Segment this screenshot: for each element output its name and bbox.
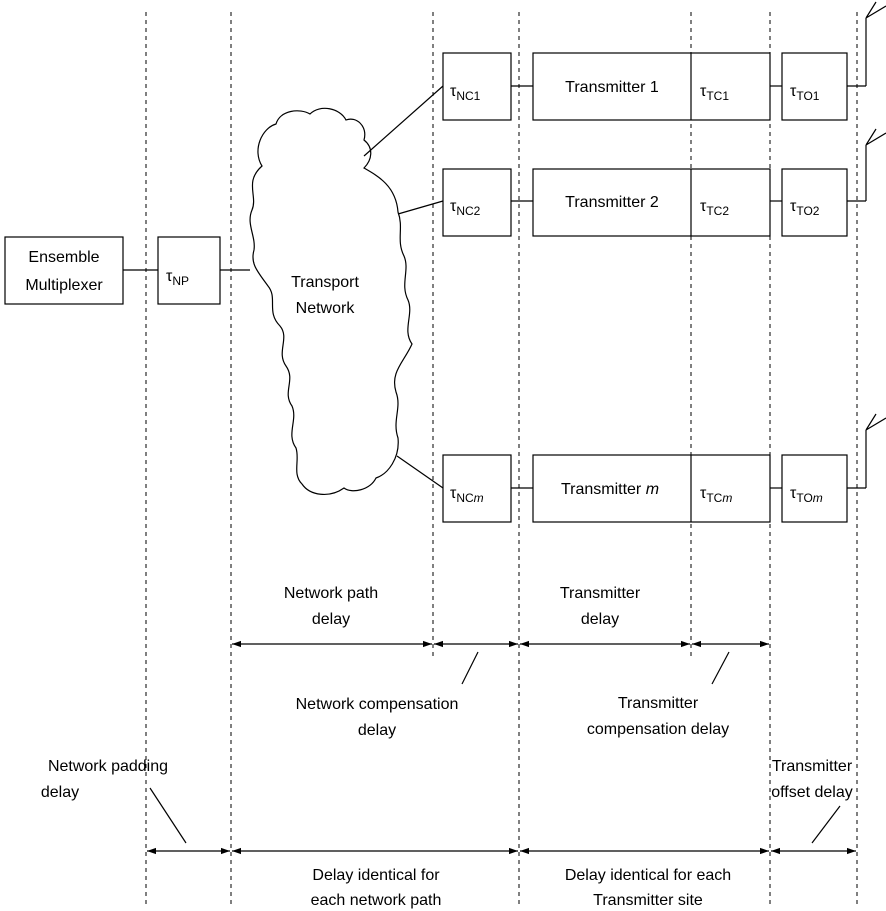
leader-line bbox=[711, 651, 730, 685]
nc-box-1 bbox=[442, 52, 512, 121]
to-box-2 bbox=[781, 168, 848, 237]
transmitter-box-2 bbox=[532, 168, 771, 237]
leader-line bbox=[461, 651, 479, 685]
network-padding-delay-label-line2: delay bbox=[41, 784, 79, 801]
tau-tom-label: τTOm bbox=[790, 485, 823, 505]
tau-tc2-label: τTC2 bbox=[700, 198, 729, 218]
transmitter-offset-delay-label-line1: Transmitter bbox=[772, 758, 853, 775]
to-box-1 bbox=[781, 52, 848, 121]
transmitter-box-m bbox=[532, 454, 771, 523]
connector bbox=[363, 85, 444, 157]
connector bbox=[397, 200, 444, 215]
transmitter-compensation-delay-label-line1: Transmitter bbox=[618, 695, 699, 712]
tau-nc2-label: τNC2 bbox=[450, 198, 481, 218]
network-compensation-delay-label-line1: Network compensation bbox=[296, 696, 459, 713]
antenna-icon bbox=[865, 413, 886, 431]
transmitter-chain-m: τNCm Transmitter m τTCm τTOm bbox=[442, 413, 886, 523]
leader-line bbox=[811, 805, 841, 844]
tau-tcm-label: τTCm bbox=[700, 485, 732, 505]
transmitter-compensation-delay-label-line2: compensation delay bbox=[587, 721, 729, 738]
delay-labels: Network path delay Transmitter delay Net… bbox=[41, 585, 853, 909]
delay-identical-network-label-line2: each network path bbox=[311, 892, 442, 909]
multiplexer-label-line1: Ensemble bbox=[28, 249, 99, 266]
tau-to1-label: τTO1 bbox=[790, 83, 820, 103]
antenna-icon bbox=[865, 1, 886, 19]
delay-identical-transmitter-label-line1: Delay identical for each bbox=[565, 867, 731, 884]
transmitter-delay-label-line1: Transmitter bbox=[560, 585, 641, 602]
transmitter-m-label: Transmitter m bbox=[561, 481, 659, 498]
tau-to2-label: τTO2 bbox=[790, 198, 820, 218]
tau-tc1-label: τTC1 bbox=[700, 83, 729, 103]
delay-identical-network-label-line1: Delay identical for bbox=[312, 867, 440, 884]
delay-identical-transmitter-label-line2: Transmitter site bbox=[593, 892, 703, 909]
transmitter-1-label: Transmitter 1 bbox=[565, 79, 659, 96]
transmitter-box-1 bbox=[532, 52, 771, 121]
connector bbox=[396, 455, 444, 489]
nc-box-2 bbox=[442, 168, 512, 237]
nc-box-m bbox=[442, 454, 512, 523]
leader-line bbox=[149, 787, 187, 844]
network-label-line1: Transport bbox=[291, 274, 359, 291]
tau-nc1-label: τNC1 bbox=[450, 83, 481, 103]
network-padding-delay-label-line1: Network padding bbox=[48, 758, 168, 775]
transmitter-delay-label-line2: delay bbox=[581, 611, 619, 628]
antenna-icon bbox=[865, 128, 886, 146]
network-padding-box: τNP bbox=[157, 236, 221, 305]
tau-ncm-label: τNCm bbox=[450, 485, 484, 505]
transmitter-offset-delay-label-line2: offset delay bbox=[771, 784, 853, 801]
tau-np-label: τNP bbox=[166, 268, 189, 288]
multiplexer-label-line2: Multiplexer bbox=[25, 277, 103, 294]
transmitter-chain-2: τNC2 Transmitter 2 τTC2 τTO2 bbox=[442, 128, 886, 237]
transmitter-chain-1: τNC1 Transmitter 1 τTC1 τTO1 bbox=[442, 1, 886, 121]
network-label-line2: Network bbox=[296, 300, 356, 317]
network-compensation-delay-label-line2: delay bbox=[358, 722, 396, 739]
transport-network-cloud: Transport Network bbox=[249, 107, 413, 495]
network-path-delay-label-line2: delay bbox=[312, 611, 350, 628]
transmitter-2-label: Transmitter 2 bbox=[565, 194, 659, 211]
network-path-delay-label-line1: Network path bbox=[284, 585, 378, 602]
ensemble-multiplexer: Ensemble Multiplexer bbox=[4, 236, 124, 305]
